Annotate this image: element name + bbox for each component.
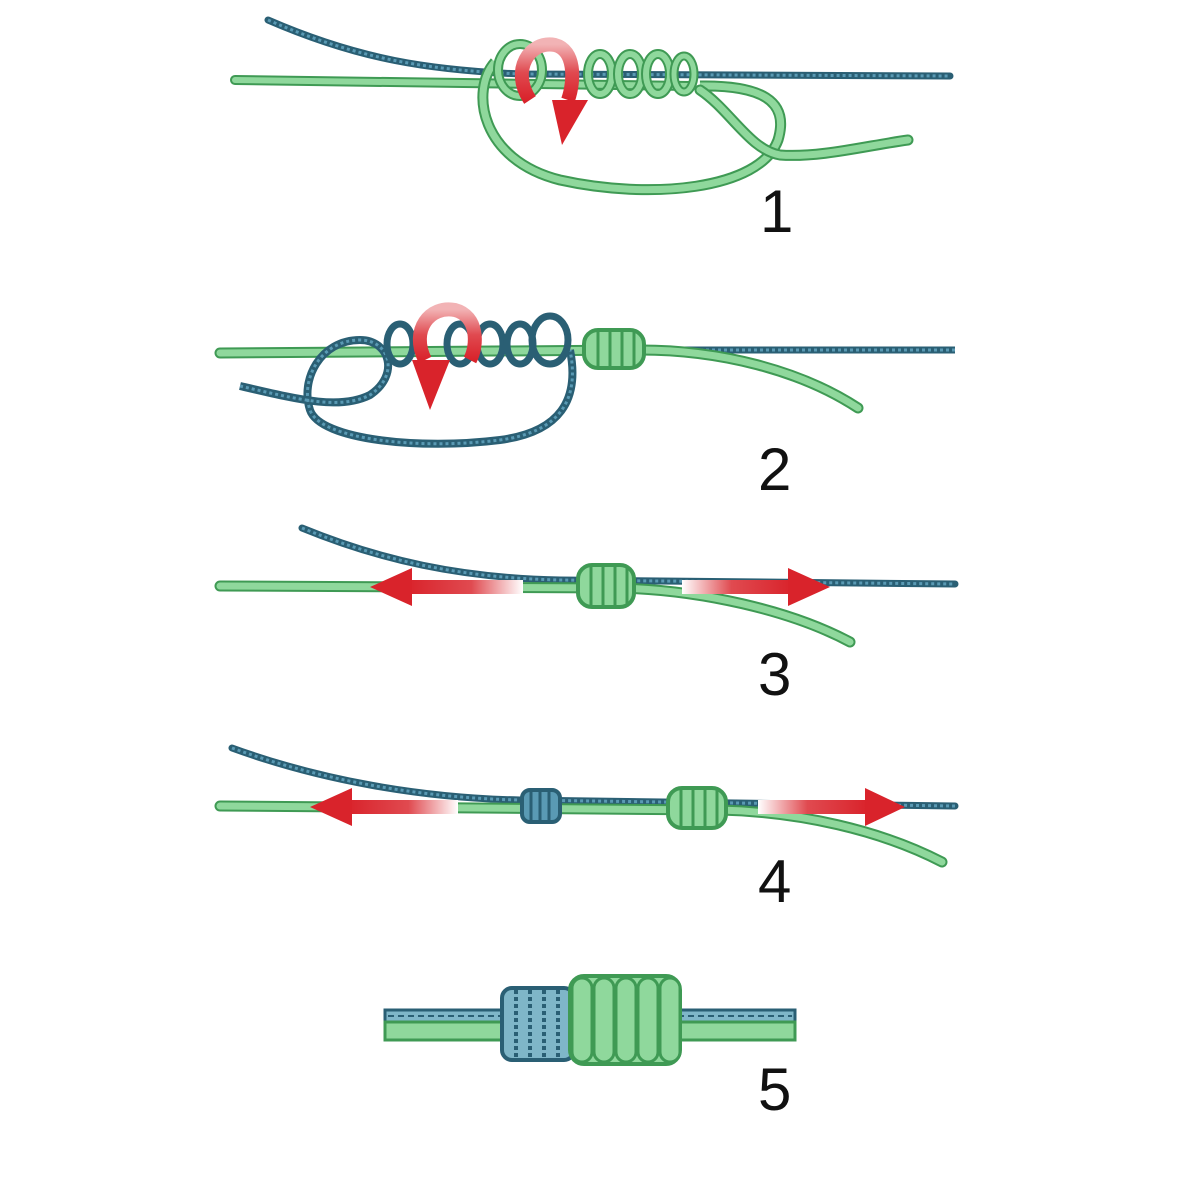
step-2-illustration [214,302,955,448]
step-1-illustration [230,16,954,196]
step-3-pull-right-arrow [682,568,830,606]
step-5-green-coils [568,974,682,1066]
step-2-green-coils [582,328,646,370]
step-3-green-coils [576,563,636,609]
step-3-label: 3 [758,641,792,708]
step-4-green-coils [666,786,728,830]
step-4-illustration [214,744,959,868]
step-4-pull-left-arrow [310,788,458,826]
step-1-label: 1 [760,178,794,245]
step-5-label: 5 [758,1056,792,1123]
step-5-illustration [383,974,797,1066]
step-4-label: 4 [758,848,792,915]
step-2-rotate-arrow [412,302,482,410]
step-3-pull-left-arrow [370,568,523,606]
step-3-illustration [214,524,959,648]
step-2-label: 2 [758,436,792,503]
step-5-blue-coils [500,986,576,1062]
step-4-blue-coils [520,788,562,824]
step-4-pull-right-arrow [758,788,905,826]
step-1-rotate-arrow [514,37,588,145]
